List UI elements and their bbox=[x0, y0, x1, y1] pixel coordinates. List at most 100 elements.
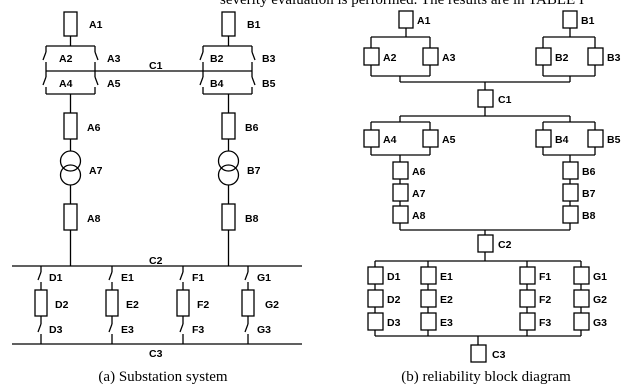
rbd-label-a7: A7 bbox=[412, 188, 426, 200]
transformer-a7-secondary bbox=[59, 164, 82, 186]
block-b6 bbox=[562, 161, 579, 180]
label-a4: A4 bbox=[59, 78, 73, 90]
rbd-label-b5: B5 bbox=[607, 134, 621, 146]
block-e1 bbox=[420, 266, 437, 285]
rbd-label-b3: B3 bbox=[607, 52, 621, 64]
block-b5 bbox=[587, 129, 604, 148]
breaker-a8 bbox=[63, 203, 78, 231]
label-g3: G3 bbox=[257, 324, 271, 336]
label-d1: D1 bbox=[49, 272, 63, 284]
label-c2: C2 bbox=[149, 255, 163, 267]
rbd-label-a4: A4 bbox=[383, 134, 397, 146]
block-a7 bbox=[392, 183, 409, 202]
label-b6: B6 bbox=[245, 122, 259, 134]
block-d3 bbox=[367, 312, 384, 331]
rbd-label-e1: E1 bbox=[440, 271, 453, 283]
block-b7 bbox=[562, 183, 579, 202]
block-a5 bbox=[422, 129, 439, 148]
label-g1: G1 bbox=[257, 272, 271, 284]
label-a8: A8 bbox=[87, 213, 101, 225]
transformer-b7-secondary bbox=[217, 164, 240, 186]
label-a1: A1 bbox=[89, 19, 103, 31]
rbd-label-f2: F2 bbox=[539, 294, 551, 306]
rbd-label-g2: G2 bbox=[593, 294, 607, 306]
rbd-label-b7: B7 bbox=[582, 188, 596, 200]
label-b5: B5 bbox=[262, 78, 276, 90]
block-g1 bbox=[573, 266, 590, 285]
label-b7: B7 bbox=[247, 165, 261, 177]
block-a6 bbox=[392, 161, 409, 180]
block-b3 bbox=[587, 47, 604, 66]
block-b1 bbox=[562, 10, 578, 29]
block-c3 bbox=[470, 344, 487, 363]
rbd-label-d1: D1 bbox=[387, 271, 401, 283]
block-f3 bbox=[519, 312, 536, 331]
block-a3 bbox=[422, 47, 439, 66]
rbd-label-e3: E3 bbox=[440, 317, 453, 329]
label-f1: F1 bbox=[192, 272, 204, 284]
rbd-label-c3: C3 bbox=[492, 349, 506, 361]
breaker-a1 bbox=[63, 11, 78, 37]
rbd-label-b8: B8 bbox=[582, 210, 596, 222]
breaker-b6 bbox=[221, 112, 236, 140]
label-b3: B3 bbox=[262, 53, 276, 65]
breaker-b1 bbox=[221, 11, 236, 37]
caption-b: (b) reliability block diagram bbox=[401, 369, 571, 385]
breaker-g2 bbox=[241, 289, 255, 317]
reliability-block-diagram: A1 A2 A3 B1 B2 B3 C1 bbox=[363, 10, 621, 363]
label-b8: B8 bbox=[245, 213, 259, 225]
rbd-label-b4: B4 bbox=[555, 134, 569, 146]
label-b2: B2 bbox=[210, 53, 224, 65]
label-e2: E2 bbox=[126, 299, 139, 311]
block-d1 bbox=[367, 266, 384, 285]
rbd-label-a6: A6 bbox=[412, 166, 426, 178]
block-b4 bbox=[535, 129, 552, 148]
rbd-label-a2: A2 bbox=[383, 52, 397, 64]
label-d2: D2 bbox=[55, 299, 69, 311]
rbd-label-b6: B6 bbox=[582, 166, 596, 178]
block-f2 bbox=[519, 289, 536, 308]
block-a2 bbox=[363, 47, 380, 66]
block-c1 bbox=[477, 89, 494, 108]
transformer-a7-primary bbox=[59, 150, 82, 172]
caption-a: (a) Substation system bbox=[98, 369, 227, 385]
label-b4: B4 bbox=[210, 78, 224, 90]
block-a8 bbox=[392, 205, 409, 224]
rbd-label-e2: E2 bbox=[440, 294, 453, 306]
rbd-label-a5: A5 bbox=[442, 134, 456, 146]
block-a1 bbox=[398, 10, 414, 29]
header-fragment: severity evaluation is performed. The re… bbox=[220, 0, 584, 8]
block-b2 bbox=[535, 47, 552, 66]
block-c2 bbox=[477, 234, 494, 253]
rbd-label-d3: D3 bbox=[387, 317, 401, 329]
rbd-label-a1: A1 bbox=[417, 15, 431, 27]
rbd-label-b1: B1 bbox=[581, 15, 595, 27]
rbd-label-b2: B2 bbox=[555, 52, 569, 64]
block-g2 bbox=[573, 289, 590, 308]
block-g3 bbox=[573, 312, 590, 331]
breaker-e2 bbox=[105, 289, 119, 317]
rbd-label-a8: A8 bbox=[412, 210, 426, 222]
rbd-label-a3: A3 bbox=[442, 52, 456, 64]
transformer-b7-primary bbox=[217, 150, 240, 172]
block-f1 bbox=[519, 266, 536, 285]
block-e2 bbox=[420, 289, 437, 308]
label-e1: E1 bbox=[121, 272, 134, 284]
label-f3: F3 bbox=[192, 324, 204, 336]
block-b8 bbox=[562, 205, 579, 224]
rbd-label-f3: F3 bbox=[539, 317, 551, 329]
label-f2: F2 bbox=[197, 299, 209, 311]
label-b1: B1 bbox=[247, 19, 261, 31]
label-a6: A6 bbox=[87, 122, 101, 134]
rbd-label-g1: G1 bbox=[593, 271, 607, 283]
rbd-label-c2: C2 bbox=[498, 239, 512, 251]
rbd-label-f1: F1 bbox=[539, 271, 551, 283]
label-c3: C3 bbox=[149, 348, 163, 360]
block-a4 bbox=[363, 129, 380, 148]
label-c1: C1 bbox=[149, 60, 163, 72]
label-e3: E3 bbox=[121, 324, 134, 336]
rbd-label-g3: G3 bbox=[593, 317, 607, 329]
block-e3 bbox=[420, 312, 437, 331]
label-a7: A7 bbox=[89, 165, 103, 177]
label-d3: D3 bbox=[49, 324, 63, 336]
